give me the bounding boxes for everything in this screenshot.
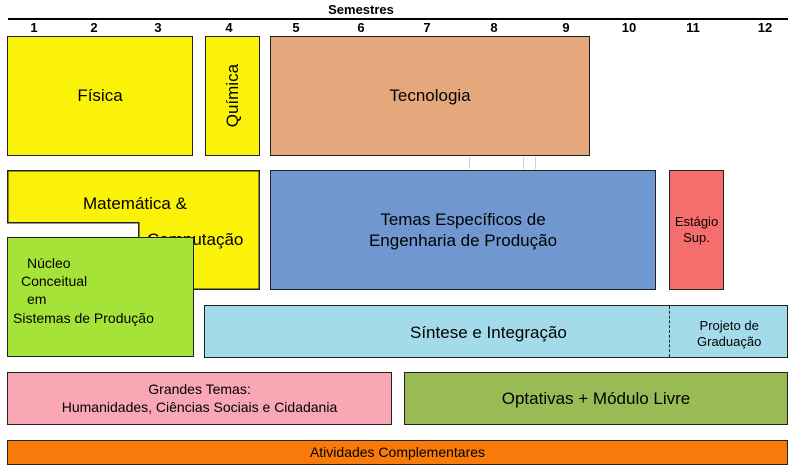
block-nucleo-label-2: Conceitual <box>21 273 88 290</box>
grid-tick <box>523 157 524 169</box>
block-atividades-label: Atividades Complementares <box>309 443 486 460</box>
grid-tick <box>535 157 536 169</box>
block-projeto-label: Projeto de Graduação <box>697 318 761 351</box>
grid-tick <box>469 157 470 169</box>
block-optativas-label: Optativas + Módulo Livre <box>501 388 691 408</box>
block-tecnologia: Tecnologia <box>270 36 590 156</box>
semester-label-10: 10 <box>621 20 637 35</box>
semester-label-11: 11 <box>686 20 700 35</box>
block-grandes-temas: Grandes Temas: Humanidades, Ciências Soc… <box>7 372 392 425</box>
block-estagio-label-1: Estágio <box>674 213 719 229</box>
block-projeto-label-2: Graduação <box>697 334 762 350</box>
block-sintese-label: Síntese e Integração <box>410 323 567 342</box>
block-grandes-label-2: Humanidades, Ciências Sociais e Cidadani… <box>61 398 338 415</box>
semester-axis-line <box>8 18 788 20</box>
block-atividades-complementares: Atividades Complementares <box>7 440 788 465</box>
block-nucleo-conceitual: Núcleo Conceitual em Sistemas de Produçã… <box>7 237 194 357</box>
semester-label-4: 4 <box>225 20 233 35</box>
semester-label-12: 12 <box>757 20 773 35</box>
semester-label-7: 7 <box>423 20 431 35</box>
block-temas-especificos: Temas Específicos de Engenharia de Produ… <box>270 170 656 290</box>
semester-label-3: 3 <box>154 20 162 35</box>
semester-label-9: 9 <box>562 20 570 35</box>
block-tecnologia-label: Tecnologia <box>389 86 471 105</box>
block-nucleo-label-3: em <box>27 291 47 308</box>
semesters-title: Semestres <box>328 2 394 17</box>
semester-label-2: 2 <box>90 20 98 35</box>
block-temas-label-1: Temas Específicos de <box>380 209 546 229</box>
block-fisica-label: Física <box>77 86 123 106</box>
semester-label-5: 5 <box>292 20 300 35</box>
block-grandes-label-1: Grandes Temas: <box>148 381 251 397</box>
block-estagio: Estágio Sup. <box>669 170 724 290</box>
projeto-divider <box>669 306 670 357</box>
semester-label-6: 6 <box>357 20 365 35</box>
block-optativas: Optativas + Módulo Livre <box>404 372 788 425</box>
block-quimica: Química <box>205 36 260 156</box>
block-estagio-label-2: Sup. <box>683 230 710 245</box>
block-projeto-label-1: Projeto de <box>699 318 759 333</box>
block-fisica: Física <box>7 36 193 156</box>
block-nucleo-label-1: Núcleo <box>27 255 71 271</box>
block-sintese-integracao: Síntese e Integração Projeto de Graduaçã… <box>204 305 788 358</box>
block-temas-label-2: Engenharia de Produção <box>368 231 558 250</box>
block-nucleo-label-4: Sistemas de Produção <box>13 309 154 326</box>
block-matematica-label-1: Matemática & <box>83 194 187 213</box>
semester-label-1: 1 <box>30 20 38 35</box>
semester-label-8: 8 <box>490 20 498 35</box>
